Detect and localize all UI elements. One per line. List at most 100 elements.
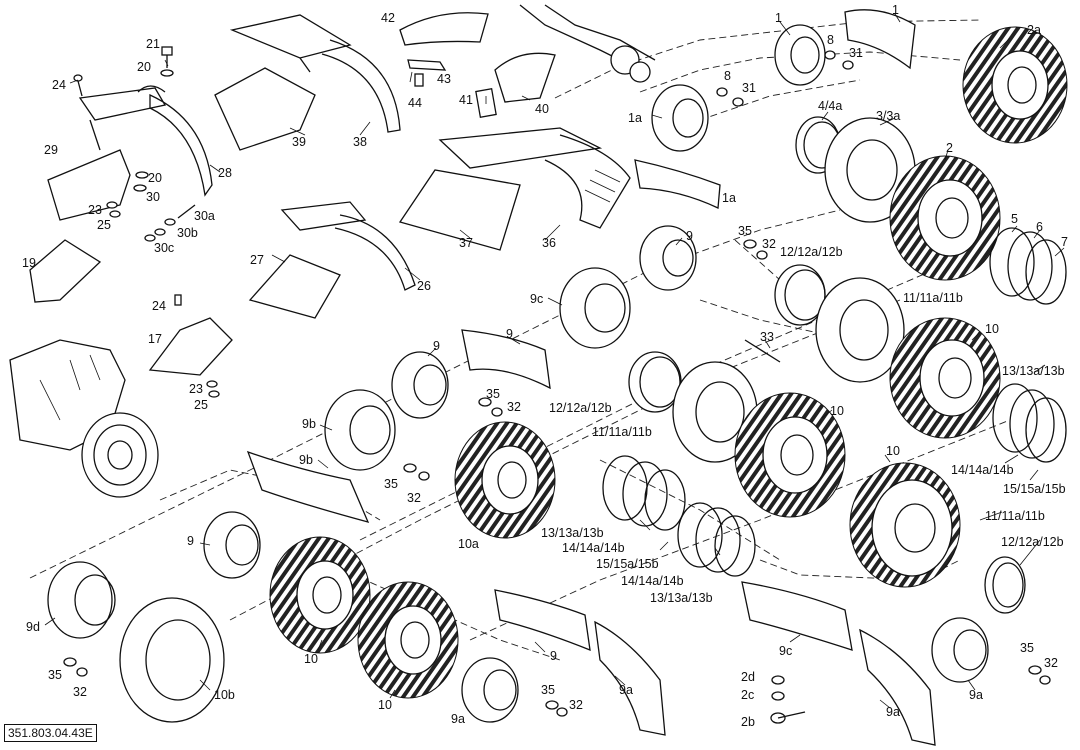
callout-label: 35 xyxy=(738,224,752,238)
callout-label: 24 xyxy=(52,78,66,92)
callout-label: 40 xyxy=(535,102,549,116)
callout-label: 15/15a/15b xyxy=(596,557,659,571)
rim-9b xyxy=(324,389,396,471)
callout-label: 31 xyxy=(742,81,756,95)
callout-label: 9a xyxy=(969,688,983,702)
rings-13-14-15-center xyxy=(602,455,756,577)
fender-1a xyxy=(634,159,721,209)
callout-label: 11/11a/11b xyxy=(592,425,652,439)
tire-10b xyxy=(119,597,225,723)
callout-label: 10a xyxy=(458,537,479,551)
callout-label: 44 xyxy=(408,96,422,110)
mudguard-37 xyxy=(398,127,631,251)
fender-9 xyxy=(461,329,551,390)
callout-label: 11/11a/11b xyxy=(903,291,963,305)
callout-label: 35 xyxy=(48,668,62,682)
callout-label: 13/13a/13b xyxy=(541,526,604,540)
callout-label: 8 xyxy=(827,33,834,47)
callout-label: 2b xyxy=(741,715,755,729)
callout-label: 13/13a/13b xyxy=(650,591,713,605)
axle-left xyxy=(9,339,159,498)
callout-label: 29 xyxy=(44,143,58,157)
callout-label: 27 xyxy=(250,253,264,267)
callout-label: 9c xyxy=(779,644,792,658)
callout-label: 9 xyxy=(506,327,513,341)
callout-label: 9b xyxy=(302,417,316,431)
rim-9-mid xyxy=(391,351,449,419)
callout-label: 32 xyxy=(1044,656,1058,670)
callout-label: 9 xyxy=(686,229,693,243)
callout-label: 3/3a xyxy=(876,109,900,123)
flap-12-lower xyxy=(984,556,1026,614)
callout-label: 1a xyxy=(628,111,642,125)
callout-label: 20 xyxy=(137,60,151,74)
flap-12 xyxy=(774,264,826,326)
mudguard-27 xyxy=(248,201,416,319)
tire-10a xyxy=(454,421,556,539)
callout-label: 32 xyxy=(762,237,776,251)
rim-9d xyxy=(47,561,116,639)
callout-label: 23 xyxy=(189,382,203,396)
rim-9-bottom xyxy=(203,511,261,579)
callout-label: 39 xyxy=(292,135,306,149)
callout-label: 30 xyxy=(146,190,160,204)
callout-label: 30c xyxy=(154,241,174,255)
callout-label: 35 xyxy=(1020,641,1034,655)
rim-9c xyxy=(559,267,631,349)
tire-2a xyxy=(962,26,1068,144)
rings-5-6-7 xyxy=(989,227,1067,305)
bolts-35-32 xyxy=(63,50,1051,717)
callout-label: 37 xyxy=(459,236,473,250)
callout-label: 2a xyxy=(1027,23,1041,37)
callout-label: 1a xyxy=(722,191,736,205)
callout-label: 23 xyxy=(88,203,102,217)
callout-label: 9 xyxy=(187,534,194,548)
callout-label: 2 xyxy=(946,141,953,155)
callout-label: 42 xyxy=(381,11,395,25)
callout-label: 14/14a/14b xyxy=(951,463,1014,477)
callout-label: 6 xyxy=(1036,220,1043,234)
bolt-21 xyxy=(160,46,174,77)
callout-label: 2d xyxy=(741,670,755,684)
mudguard-29 xyxy=(47,85,213,221)
fender-1 xyxy=(844,9,916,70)
tire-10-center xyxy=(734,392,846,518)
callout-label: 9c xyxy=(530,292,543,306)
callout-label: 32 xyxy=(569,698,583,712)
callout-label: 25 xyxy=(194,398,208,412)
callout-label: 32 xyxy=(507,400,521,414)
callout-label: 30a xyxy=(194,209,215,223)
tire-10-lower-right xyxy=(849,462,961,588)
callout-label: 10 xyxy=(304,652,318,666)
callout-labels: 1 1 1a 1a 2a 2 3/3a 4/4a 5 6 7 8 8 31 31… xyxy=(22,3,1068,729)
fender-9b xyxy=(246,450,370,523)
callout-label: 9a xyxy=(451,712,465,726)
rim-1 xyxy=(774,24,826,86)
tire-10-right xyxy=(889,317,1001,439)
callout-label: 30b xyxy=(177,226,198,240)
callout-label: 10 xyxy=(985,322,999,336)
fender-9c-bottom xyxy=(741,581,936,746)
callout-label: 28 xyxy=(218,166,232,180)
callout-label: 10b xyxy=(214,688,235,702)
rim-9a-bottom xyxy=(461,657,519,723)
callout-label: 10 xyxy=(886,444,900,458)
rim-9a-right xyxy=(931,617,989,683)
callout-label: 8 xyxy=(724,69,731,83)
callout-label: 32 xyxy=(73,685,87,699)
callout-label: 12/12a/12b xyxy=(549,401,612,415)
tire-10-bottom-center xyxy=(357,581,459,699)
hardware-2b-2c-2d xyxy=(770,675,806,724)
valve-33 xyxy=(744,339,781,363)
callout-label: 12/12a/12b xyxy=(780,245,843,259)
callout-label: 20 xyxy=(148,171,162,185)
callout-label: 41 xyxy=(459,93,473,107)
callout-label: 32 xyxy=(407,491,421,505)
callout-label: 21 xyxy=(146,37,160,51)
callout-label: 10 xyxy=(830,404,844,418)
callout-label: 1 xyxy=(892,3,899,17)
callout-label: 7 xyxy=(1061,235,1068,249)
callout-label: 12/12a/12b xyxy=(1001,535,1064,549)
callout-label: 31 xyxy=(849,46,863,60)
callout-label: 10 xyxy=(378,698,392,712)
